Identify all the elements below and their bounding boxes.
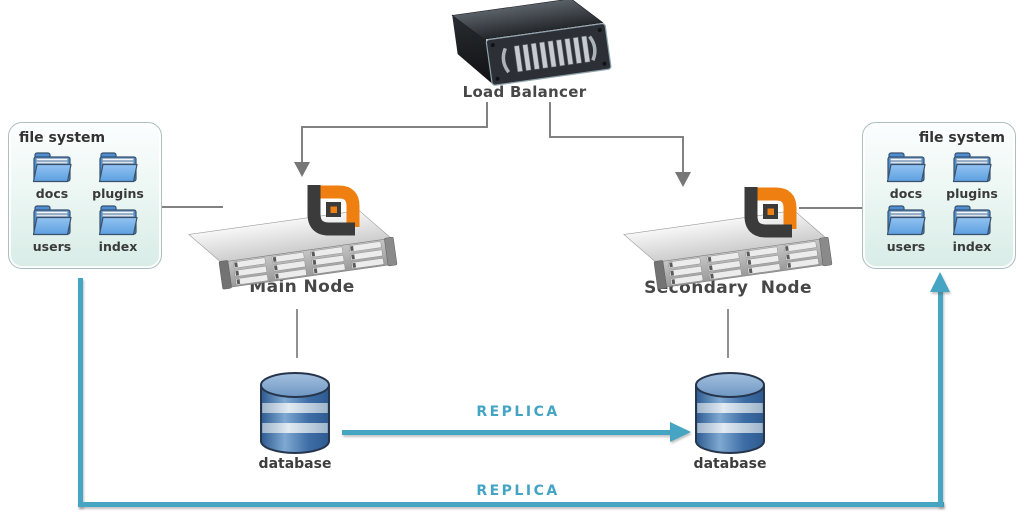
lb-connector-left-v2	[301, 126, 303, 164]
main-node-app-logo-icon	[300, 176, 364, 236]
database-right-icon	[692, 370, 768, 460]
folder-index: index	[87, 203, 149, 254]
replica-db-arrow-line	[342, 430, 672, 435]
replica-db-label: REPLICA	[476, 404, 560, 420]
file-system-box-right: file system docs	[862, 122, 1016, 269]
database-right-label: database	[693, 456, 767, 472]
replica-fs-line-bottom-horizontal	[78, 502, 944, 507]
database-left-label: database	[258, 456, 332, 472]
replica-fs-line-right-vertical	[938, 290, 943, 507]
folder-label: index	[98, 239, 138, 254]
folder-icon	[98, 152, 138, 183]
main-to-database-connector	[296, 309, 298, 358]
folder-plugins: plugins	[941, 150, 1003, 201]
database-left-icon	[257, 370, 333, 460]
secondary-node-app-logo-icon	[737, 178, 801, 238]
folder-icon	[32, 152, 72, 183]
folder-icon	[32, 205, 72, 236]
folder-label: docs	[889, 186, 923, 201]
main-node-label: Main Node	[249, 277, 355, 297]
file-system-box-left: file system docs	[8, 122, 162, 269]
folder-plugins: plugins	[87, 150, 149, 201]
secondary-node-server-icon	[623, 206, 833, 292]
folder-label: docs	[35, 186, 69, 201]
replica-fs-label: REPLICA	[476, 483, 560, 499]
folder-label: users	[886, 239, 926, 254]
lb-connector-left-v1	[486, 102, 488, 128]
load-balancer-label: Load Balancer	[462, 83, 587, 101]
lb-connector-right-h	[549, 136, 684, 138]
secondary-to-database-connector	[727, 309, 729, 358]
folder-icon	[886, 152, 926, 183]
load-balancer-icon	[440, 0, 612, 90]
folder-icon	[952, 205, 992, 236]
folder-index: index	[941, 203, 1003, 254]
folder-label: users	[32, 239, 72, 254]
folder-label: index	[952, 239, 992, 254]
folder-icon	[98, 205, 138, 236]
folder-docs: docs	[21, 150, 83, 201]
folder-grid: docs plugins	[873, 150, 1005, 256]
file-system-right-title: file system	[918, 130, 1005, 146]
folder-users: users	[21, 203, 83, 254]
folder-docs: docs	[875, 150, 937, 201]
lb-connector-right-v2	[682, 136, 684, 174]
replica-fs-line-left-vertical	[78, 278, 83, 507]
folder-icon	[952, 152, 992, 183]
replica-db-arrowhead-icon	[670, 422, 691, 442]
lb-to-secondary-arrowhead-icon	[675, 172, 691, 187]
folder-label: plugins	[92, 186, 144, 201]
folder-grid: docs plugins	[19, 150, 151, 256]
fs-right-to-secondary-connector	[799, 207, 862, 209]
file-system-left-title: file system	[19, 130, 106, 146]
replica-fs-arrowhead-icon	[930, 272, 950, 292]
lb-connector-left-h	[301, 126, 488, 128]
fs-left-to-main-connector	[161, 206, 223, 208]
folder-label: plugins	[946, 186, 998, 201]
lb-connector-right-v1	[549, 102, 551, 138]
folder-users: users	[875, 203, 937, 254]
lb-to-main-arrowhead-icon	[294, 162, 310, 177]
folder-icon	[886, 205, 926, 236]
